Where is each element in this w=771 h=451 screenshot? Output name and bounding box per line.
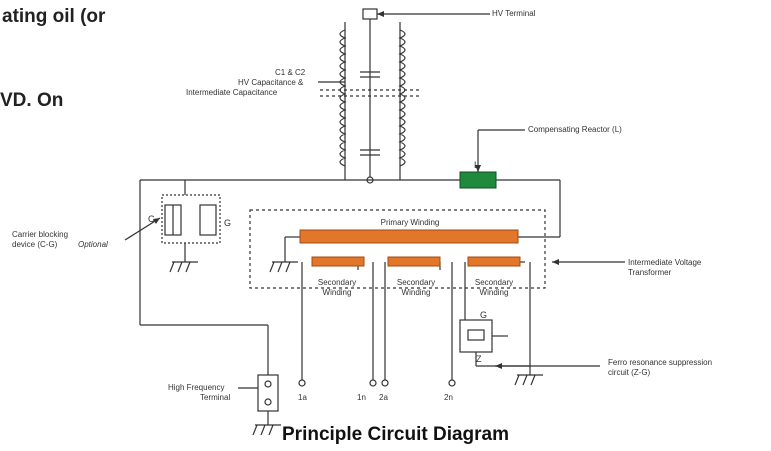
secondary-winding-bar-3 bbox=[467, 256, 521, 267]
carrier-blocking-label-1: Carrier blocking bbox=[12, 230, 69, 239]
secondary-winding-2-label-1: Secondary bbox=[396, 278, 436, 287]
high-frequency-label-1: High Frequency bbox=[168, 383, 225, 392]
secondary-winding-1-label-2: Winding bbox=[322, 288, 352, 297]
ivt-label-2: Transformer bbox=[628, 268, 672, 277]
ferro-z-label: Z bbox=[476, 354, 482, 364]
arrow-carrier bbox=[153, 218, 160, 224]
reactor-symbol-label: L bbox=[474, 160, 480, 170]
capacitance-label-3: Intermediate Capacitance bbox=[186, 88, 278, 97]
terminal-2n-label: 2n bbox=[444, 393, 453, 402]
terminal-1a-label: 1a bbox=[298, 393, 307, 402]
carrier-blocking-label-2: device (C-G) bbox=[12, 240, 58, 249]
compensating-reactor-symbol bbox=[459, 171, 497, 189]
terminal-2a-label: 2a bbox=[379, 393, 388, 402]
hv-terminal-label: HV Terminal bbox=[492, 9, 536, 18]
carrier-optional-label: Optional bbox=[78, 240, 108, 249]
primary-winding-bar bbox=[299, 229, 519, 244]
secondary-winding-bar-1 bbox=[311, 256, 365, 267]
ferro-g-label: G bbox=[480, 310, 488, 320]
hv-terminal-symbol bbox=[362, 8, 378, 20]
ivt-label-1: Intermediate Voltage bbox=[628, 258, 702, 267]
secondary-winding-bar-2 bbox=[387, 256, 441, 267]
background-text-line1: ating oil (or bbox=[2, 6, 106, 27]
compensating-reactor-label: Compensating Reactor (L) bbox=[528, 125, 622, 134]
high-frequency-label-2: Terminal bbox=[200, 393, 231, 402]
secondary-winding-3-label-1: Secondary bbox=[474, 278, 514, 287]
arrow-reactor bbox=[475, 165, 481, 172]
background-text-line2: VD. On bbox=[0, 90, 64, 111]
carrier-c-label: C bbox=[148, 214, 155, 224]
primary-winding-label: Primary Winding bbox=[380, 218, 440, 227]
secondary-winding-1-label-1: Secondary bbox=[317, 278, 357, 287]
terminal-1n-label: 1n bbox=[357, 393, 366, 402]
diagram-caption: Principle Circuit Diagram bbox=[282, 424, 510, 445]
arrow-hv bbox=[377, 11, 384, 17]
arrow-ferro bbox=[495, 363, 502, 369]
ferro-label-1: Ferro resonance suppression bbox=[608, 358, 713, 367]
secondary-winding-3-label-2: Winding bbox=[479, 288, 509, 297]
carrier-g-label: G bbox=[224, 218, 232, 228]
capacitance-label-2: HV Capacitance & bbox=[238, 78, 304, 87]
capacitance-label-1: C1 & C2 bbox=[275, 68, 306, 77]
arrow-ivt bbox=[552, 259, 559, 265]
ferro-label-2: circuit (Z-G) bbox=[608, 368, 651, 377]
secondary-winding-2-label-2: Winding bbox=[401, 288, 431, 297]
